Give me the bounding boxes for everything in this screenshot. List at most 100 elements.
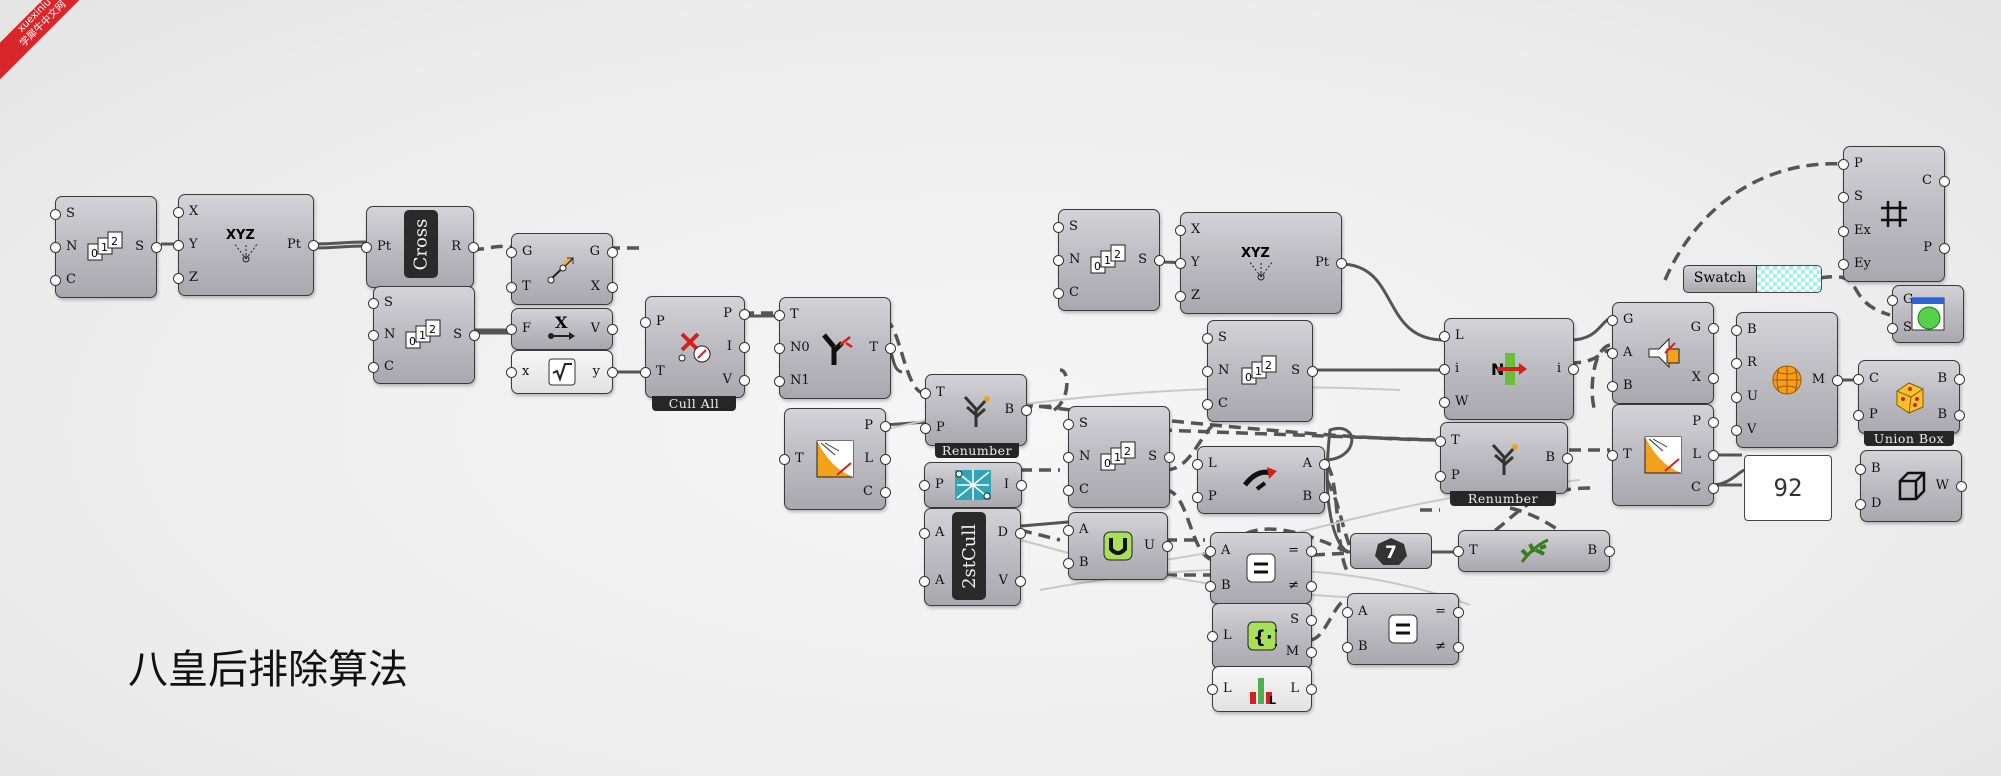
input-grip[interactable] bbox=[1063, 524, 1074, 536]
swatch-label[interactable]: Swatch bbox=[1683, 265, 1757, 293]
input-param[interactable]: Y bbox=[189, 237, 198, 252]
input-grip[interactable] bbox=[1853, 410, 1864, 421]
input-param[interactable]: G bbox=[1623, 311, 1634, 327]
input-param[interactable]: X bbox=[1191, 221, 1201, 237]
output-grip[interactable] bbox=[739, 308, 750, 320]
input-param[interactable]: S bbox=[384, 295, 393, 310]
input-grip[interactable] bbox=[1838, 158, 1849, 170]
input-param[interactable]: i bbox=[1455, 361, 1460, 376]
input-param[interactable]: N1 bbox=[790, 373, 810, 389]
output-param[interactable]: S bbox=[1291, 363, 1300, 378]
output-grip[interactable] bbox=[1604, 546, 1615, 557]
output-param[interactable]: X bbox=[1691, 370, 1701, 385]
output-param[interactable]: B bbox=[1004, 402, 1014, 417]
output-grip[interactable] bbox=[1708, 450, 1719, 461]
input-grip[interactable] bbox=[640, 317, 651, 328]
input-grip[interactable] bbox=[779, 454, 790, 465]
input-param[interactable]: L bbox=[1455, 327, 1464, 343]
input-grip[interactable] bbox=[1192, 491, 1203, 503]
number-slider[interactable]: 7 bbox=[1350, 533, 1432, 569]
input-param[interactable]: A bbox=[1221, 542, 1231, 558]
output-param[interactable]: y bbox=[592, 364, 600, 379]
input-param[interactable]: A bbox=[1358, 603, 1368, 619]
input-param[interactable]: x bbox=[522, 364, 530, 379]
input-param[interactable]: N bbox=[1218, 363, 1230, 378]
input-grip[interactable] bbox=[1205, 545, 1216, 557]
input-grip[interactable] bbox=[919, 576, 930, 587]
output-grip[interactable] bbox=[1306, 615, 1317, 626]
input-param[interactable]: A bbox=[935, 573, 945, 588]
output-param[interactable]: C bbox=[863, 484, 873, 500]
output-grip[interactable] bbox=[308, 240, 319, 251]
input-grip[interactable] bbox=[506, 246, 517, 258]
output-param[interactable]: P bbox=[864, 417, 873, 433]
output-param[interactable]: R bbox=[451, 239, 461, 254]
output-grip[interactable] bbox=[1708, 323, 1719, 334]
input-param[interactable]: P bbox=[1869, 407, 1878, 422]
input-param[interactable]: T bbox=[795, 451, 804, 466]
output-grip[interactable] bbox=[469, 330, 480, 341]
output-grip[interactable] bbox=[1708, 483, 1719, 495]
input-grip[interactable] bbox=[1887, 323, 1898, 334]
output-grip[interactable] bbox=[1307, 366, 1318, 377]
input-param[interactable]: L bbox=[1223, 628, 1232, 643]
input-param[interactable]: T bbox=[656, 364, 665, 379]
input-param[interactable]: C bbox=[66, 272, 76, 288]
input-param[interactable]: T bbox=[1623, 447, 1632, 462]
output-param[interactable]: G bbox=[589, 243, 600, 259]
input-grip[interactable] bbox=[774, 343, 785, 354]
input-grip[interactable] bbox=[1053, 255, 1064, 266]
input-grip[interactable] bbox=[50, 208, 61, 220]
panel-output[interactable]: 92 bbox=[1744, 455, 1832, 521]
output-param[interactable]: B bbox=[1937, 371, 1947, 386]
output-grip[interactable] bbox=[1453, 641, 1464, 653]
input-grip[interactable] bbox=[1731, 425, 1742, 437]
output-grip[interactable] bbox=[1939, 242, 1950, 254]
output-grip[interactable] bbox=[1015, 576, 1026, 587]
input-param[interactable]: T bbox=[1451, 432, 1460, 448]
input-grip[interactable] bbox=[50, 275, 61, 287]
input-grip[interactable] bbox=[368, 362, 379, 373]
input-grip[interactable] bbox=[1439, 364, 1450, 375]
input-param[interactable]: G bbox=[1903, 292, 1914, 307]
input-grip[interactable] bbox=[1063, 557, 1074, 569]
input-grip[interactable] bbox=[1607, 381, 1618, 393]
input-grip[interactable] bbox=[361, 242, 372, 253]
input-grip[interactable] bbox=[640, 367, 651, 378]
input-grip[interactable] bbox=[1607, 314, 1618, 326]
input-param[interactable]: U bbox=[1747, 388, 1758, 404]
set-members-component[interactable]: LSM{·} bbox=[1207, 603, 1317, 669]
input-grip[interactable] bbox=[1205, 580, 1216, 592]
input-param[interactable]: B bbox=[1079, 554, 1089, 570]
input-grip[interactable] bbox=[1853, 374, 1864, 385]
output-param[interactable]: U bbox=[1144, 538, 1155, 553]
cross-ref-label[interactable]: Cross bbox=[404, 210, 438, 278]
input-param[interactable]: S bbox=[66, 205, 75, 221]
output-grip[interactable] bbox=[1336, 258, 1347, 269]
output-param[interactable]: P bbox=[723, 305, 732, 321]
input-param[interactable]: P bbox=[935, 477, 944, 492]
output-param[interactable]: X bbox=[590, 278, 600, 294]
output-grip[interactable] bbox=[1708, 416, 1719, 428]
output-param[interactable]: V bbox=[998, 573, 1008, 588]
input-param[interactable]: Ex bbox=[1854, 222, 1871, 238]
output-param[interactable]: I bbox=[726, 339, 732, 354]
input-grip[interactable] bbox=[1453, 546, 1464, 557]
input-grip[interactable] bbox=[1207, 631, 1218, 642]
input-grip[interactable] bbox=[506, 281, 517, 293]
input-param[interactable]: Z bbox=[1191, 288, 1201, 304]
input-grip[interactable] bbox=[368, 330, 379, 341]
input-grip[interactable] bbox=[919, 528, 930, 539]
output-grip[interactable] bbox=[1954, 374, 1965, 385]
input-grip[interactable] bbox=[1063, 452, 1074, 463]
output-grip[interactable] bbox=[1832, 375, 1843, 386]
